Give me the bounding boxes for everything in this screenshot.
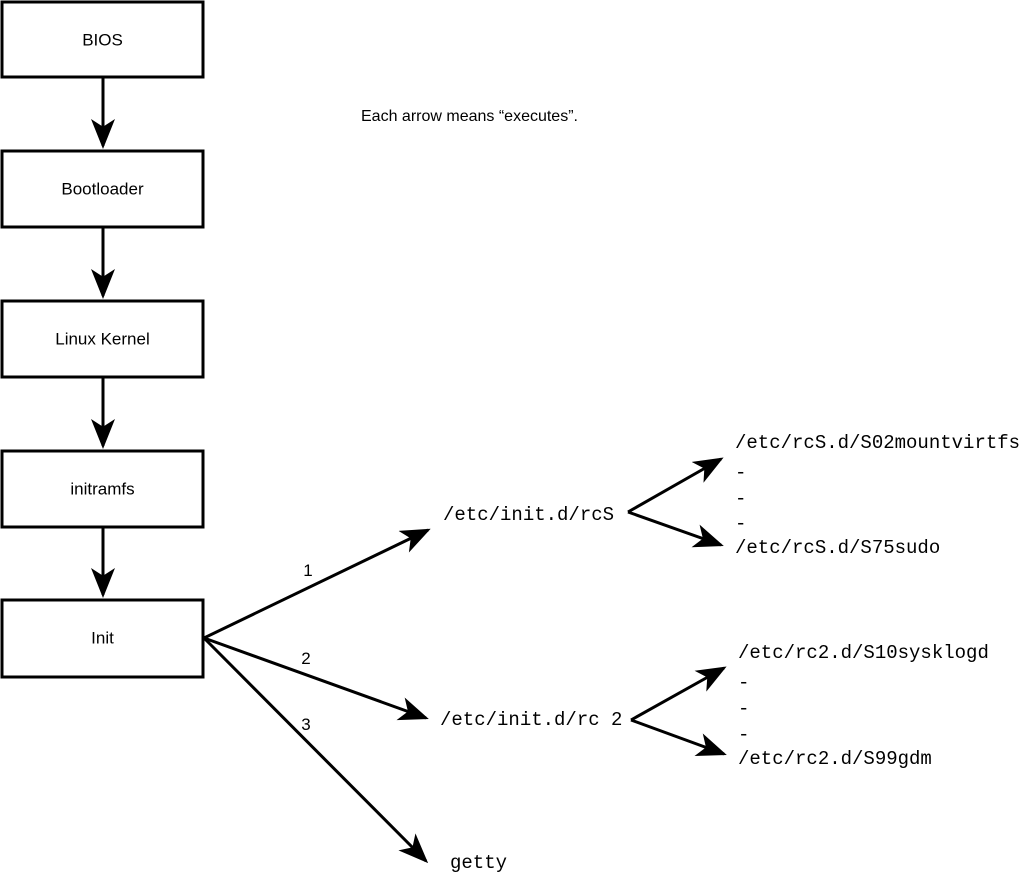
rc2-ellipsis-dash-2: - bbox=[738, 698, 749, 720]
node-init: Init bbox=[0, 598, 205, 679]
rc2-scripts-group: /etc/rc2.d/S10sysklogd - - - /etc/rc2.d/… bbox=[630, 642, 989, 770]
arrow-rc2-to-first-script bbox=[630, 666, 727, 722]
node-bootloader-label: Bootloader bbox=[61, 179, 144, 198]
node-initramfs-box bbox=[0, 449, 205, 529]
init-branch-labels-group: /etc/init.d/rcS /etc/init.d/rc 2 getty bbox=[440, 504, 622, 874]
arrow-rc2-to-last-script bbox=[630, 718, 727, 756]
label-rc2-first-script: /etc/rc2.d/S10sysklogd bbox=[738, 642, 989, 664]
node-linux-kernel-box bbox=[0, 299, 205, 379]
arrow-rcS-to-first-script bbox=[627, 457, 724, 514]
node-bios: BIOS bbox=[0, 0, 205, 79]
node-bios-label: BIOS bbox=[82, 30, 123, 49]
node-bios-box bbox=[0, 0, 205, 79]
arrow-rcS-to-last-script bbox=[627, 510, 724, 548]
arrow-init-to-rc2 bbox=[203, 636, 429, 721]
rc2-ellipsis-dash-3: - bbox=[738, 724, 749, 746]
node-linux-kernel-label: Linux Kernel bbox=[55, 329, 150, 348]
label-etc-initd-rcS: /etc/init.d/rcS bbox=[443, 504, 614, 526]
node-init-label: Init bbox=[91, 628, 114, 647]
arrow-init-to-getty bbox=[202, 636, 429, 864]
rcS-ellipsis-dash-1: - bbox=[735, 462, 746, 484]
label-etc-initd-rc2: /etc/init.d/rc 2 bbox=[440, 709, 622, 731]
node-init-box bbox=[0, 598, 205, 679]
arrow-init-to-rcS bbox=[203, 528, 431, 640]
rc2-ellipsis-dash-1: - bbox=[738, 672, 749, 694]
boot-chain-group: BIOS Bootloader Linux Kernel initramfs I… bbox=[0, 0, 205, 679]
executes-note: Each arrow means “executes”. bbox=[361, 108, 578, 125]
rcS-scripts-group: /etc/rcS.d/S02mountvirtfs - - - /etc/rcS… bbox=[627, 432, 1020, 559]
label-rc2-last-script: /etc/rc2.d/S99gdm bbox=[738, 748, 932, 770]
node-bootloader: Bootloader bbox=[0, 149, 205, 229]
rcS-ellipsis-dash-3: - bbox=[735, 513, 746, 535]
label-rcS-first-script: /etc/rcS.d/S02mountvirtfs bbox=[735, 432, 1020, 454]
node-linux-kernel: Linux Kernel bbox=[0, 299, 205, 379]
init-branch-arrows-group bbox=[202, 528, 431, 864]
branch-number-2: 2 bbox=[301, 649, 310, 668]
node-initramfs-label: initramfs bbox=[70, 479, 134, 498]
node-initramfs: initramfs bbox=[0, 449, 205, 529]
label-getty: getty bbox=[450, 852, 507, 874]
rcS-ellipsis-dash-2: - bbox=[735, 488, 746, 510]
init-branch-numbers-group: 1 2 3 bbox=[301, 561, 312, 734]
branch-number-3: 3 bbox=[301, 715, 310, 734]
branch-number-1: 1 bbox=[303, 561, 312, 580]
label-rcS-last-script: /etc/rcS.d/S75sudo bbox=[735, 537, 940, 559]
